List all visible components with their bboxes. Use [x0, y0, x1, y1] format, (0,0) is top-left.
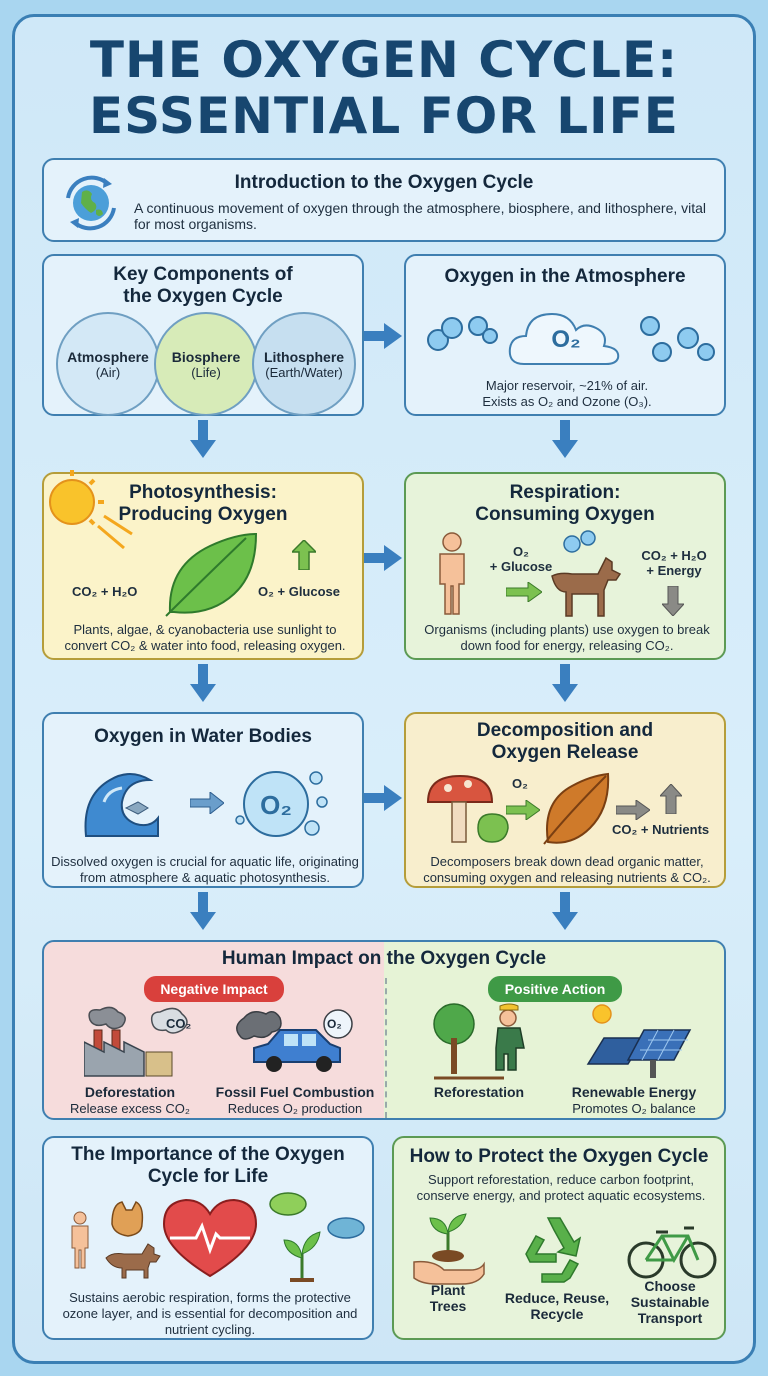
impact-reforestation: Reforestation: [433, 1084, 525, 1100]
protect-recycle: Reduce, Reuse, Recycle: [504, 1290, 610, 1322]
impact-deforestation: Deforestation Release excess CO₂: [70, 1084, 190, 1116]
intro-card: Introduction to the Oxygen Cycle A conti…: [42, 158, 726, 242]
plant-hand-icon: [413, 1213, 485, 1285]
arrow-atmosphere-to-respiration: [552, 420, 578, 458]
oxygen-molecule-icon: [427, 316, 498, 351]
component-biosphere: Biosphere (Life): [154, 312, 258, 416]
oxygen-bubbles-icon: [563, 530, 596, 553]
water-card: Oxygen in Water Bodies O₂ Dissolved oxyg…: [42, 712, 364, 888]
oxygen-bubble-icon: [235, 771, 328, 837]
bicycle-icon: [627, 1226, 717, 1279]
components-heading: Key Components of the Oxygen Cycle: [113, 264, 293, 307]
right-arrow-icon: [506, 582, 542, 602]
mushroom-icon: [426, 774, 509, 843]
atmosphere-heading: Oxygen in the Atmosphere: [444, 266, 686, 287]
photosynthesis-heading: Photosynthesis: Producing Oxygen: [118, 482, 288, 525]
planting-person-icon: [433, 1003, 525, 1080]
right-arrow-icon-water: [190, 792, 224, 814]
protect-transport: Choose Sustainable Transport: [630, 1278, 710, 1326]
organisms-icon: [71, 1200, 161, 1279]
gray-arrow-icon: [616, 800, 650, 820]
respiration-input: O₂ + Glucose: [489, 544, 553, 574]
wave-icon: [84, 773, 159, 837]
arrow-components-to-atmosphere: [364, 323, 404, 349]
page-title: THE OXYGEN CYCLE: ESSENTIAL FOR LIFE: [0, 32, 768, 144]
cloud-label: O₂: [551, 326, 581, 353]
arrow-decomposition-to-impact: [552, 892, 578, 930]
car-cloud-label: O₂: [327, 1017, 342, 1031]
respiration-text: Organisms (including plants) use oxygen …: [424, 622, 710, 653]
human-impact-heading: Human Impact on the Oxygen Cycle: [221, 948, 547, 969]
impact-renewable: Renewable Energy Promotes O₂ balance: [571, 1084, 697, 1116]
component-atmosphere: Atmosphere (Air): [56, 312, 160, 416]
protect-plant-trees: Plant Trees: [429, 1282, 467, 1314]
up-arrow-icon-decomp: [660, 784, 682, 814]
car-icon: [236, 1009, 353, 1072]
recycle-icon: [525, 1217, 582, 1283]
photosynthesis-text: Plants, algae, & cyanobacteria use sunli…: [64, 622, 346, 653]
impact-divider: [385, 978, 387, 1118]
right-arrow-icon-decomp: [506, 800, 540, 820]
intro-heading: Introduction to the Oxygen Cycle: [234, 172, 534, 193]
bubble-label: O₂: [260, 790, 292, 820]
dog-icon: [551, 556, 622, 617]
importance-card: The Importance of the Oxygen Cycle for L…: [42, 1136, 374, 1340]
arrow-components-to-photosynthesis: [190, 420, 216, 458]
arrow-photosynthesis-to-water: [190, 664, 216, 702]
decomposition-heading: Decomposition and Oxygen Release: [476, 720, 654, 763]
bacteria-sprout-icon: [269, 1192, 365, 1282]
decomposition-output: CO₂ + Nutrients: [612, 822, 710, 837]
oxygen-molecule-icon-right: [640, 316, 715, 362]
photosynthesis-card: Photosynthesis: Producing Oxygen CO₂ + H…: [42, 470, 364, 660]
respiration-heading: Respiration: Consuming Oxygen: [475, 482, 655, 525]
protect-text: Support reforestation, reduce carbon foo…: [416, 1172, 706, 1203]
up-arrow-icon: [292, 540, 316, 570]
components-card: Key Components of the Oxygen Cycle Atmos…: [42, 254, 364, 416]
arrow-respiration-to-decomposition: [552, 664, 578, 702]
arrow-water-to-impact: [190, 892, 216, 930]
atmosphere-card: Oxygen in the Atmosphere O₂ Major reserv…: [404, 254, 726, 416]
cloud-icon: [508, 312, 620, 365]
respiration-output: CO₂ + H₂O + Energy: [641, 548, 707, 578]
photosynthesis-output: O₂ + Glucose: [258, 584, 340, 599]
water-heading: Oxygen in Water Bodies: [94, 726, 312, 747]
human-impact-card: Human Impact on the Oxygen Cycle Negativ…: [42, 940, 726, 1120]
importance-text: Sustains aerobic respiration, forms the …: [62, 1290, 358, 1337]
decomposition-card: Decomposition and Oxygen Release O₂ CO₂ …: [404, 712, 726, 888]
down-arrow-icon: [662, 586, 684, 616]
decomposition-input: O₂: [512, 776, 528, 791]
arrow-water-to-decomposition: [364, 785, 404, 811]
positive-action-badge: Positive Action: [488, 976, 622, 1002]
factory-icon: [84, 1006, 188, 1077]
component-lithosphere: Lithosphere (Earth/Water): [252, 312, 356, 416]
heart-pulse-icon: [162, 1198, 258, 1278]
water-text: Dissolved oxygen is crucial for aquatic …: [51, 854, 359, 885]
earth-cycle-icon: [66, 175, 116, 231]
title-line-2: ESSENTIAL FOR LIFE: [89, 87, 679, 145]
intro-text: A continuous movement of oxygen through …: [134, 200, 707, 232]
photosynthesis-input: CO₂ + H₂O: [72, 584, 138, 599]
leaf-icon: [165, 532, 258, 617]
dead-leaf-icon: [543, 772, 610, 845]
sun-icon: [49, 470, 133, 550]
arrow-photosynthesis-to-respiration: [364, 545, 404, 571]
title-line-1: THE OXYGEN CYCLE:: [89, 31, 679, 89]
importance-heading: The Importance of the Oxygen Cycle for L…: [71, 1144, 345, 1187]
decomposition-text: Decomposers break down dead organic matt…: [423, 854, 711, 885]
impact-fossil-fuel: Fossil Fuel Combustion Reduces O₂ produc…: [215, 1084, 375, 1116]
protect-card: How to Protect the Oxygen Cycle Support …: [392, 1136, 726, 1340]
negative-impact-badge: Negative Impact: [144, 976, 284, 1002]
person-icon: [439, 532, 465, 615]
atmosphere-text: Major reservoir, ~21% of air. Exists as …: [482, 378, 652, 409]
protect-heading: How to Protect the Oxygen Cycle: [409, 1146, 709, 1167]
respiration-card: Respiration: Consuming Oxygen O₂ + Gluco…: [404, 472, 726, 660]
solar-panel-icon: [586, 1004, 692, 1078]
factory-cloud-label: CO₂: [166, 1016, 192, 1031]
